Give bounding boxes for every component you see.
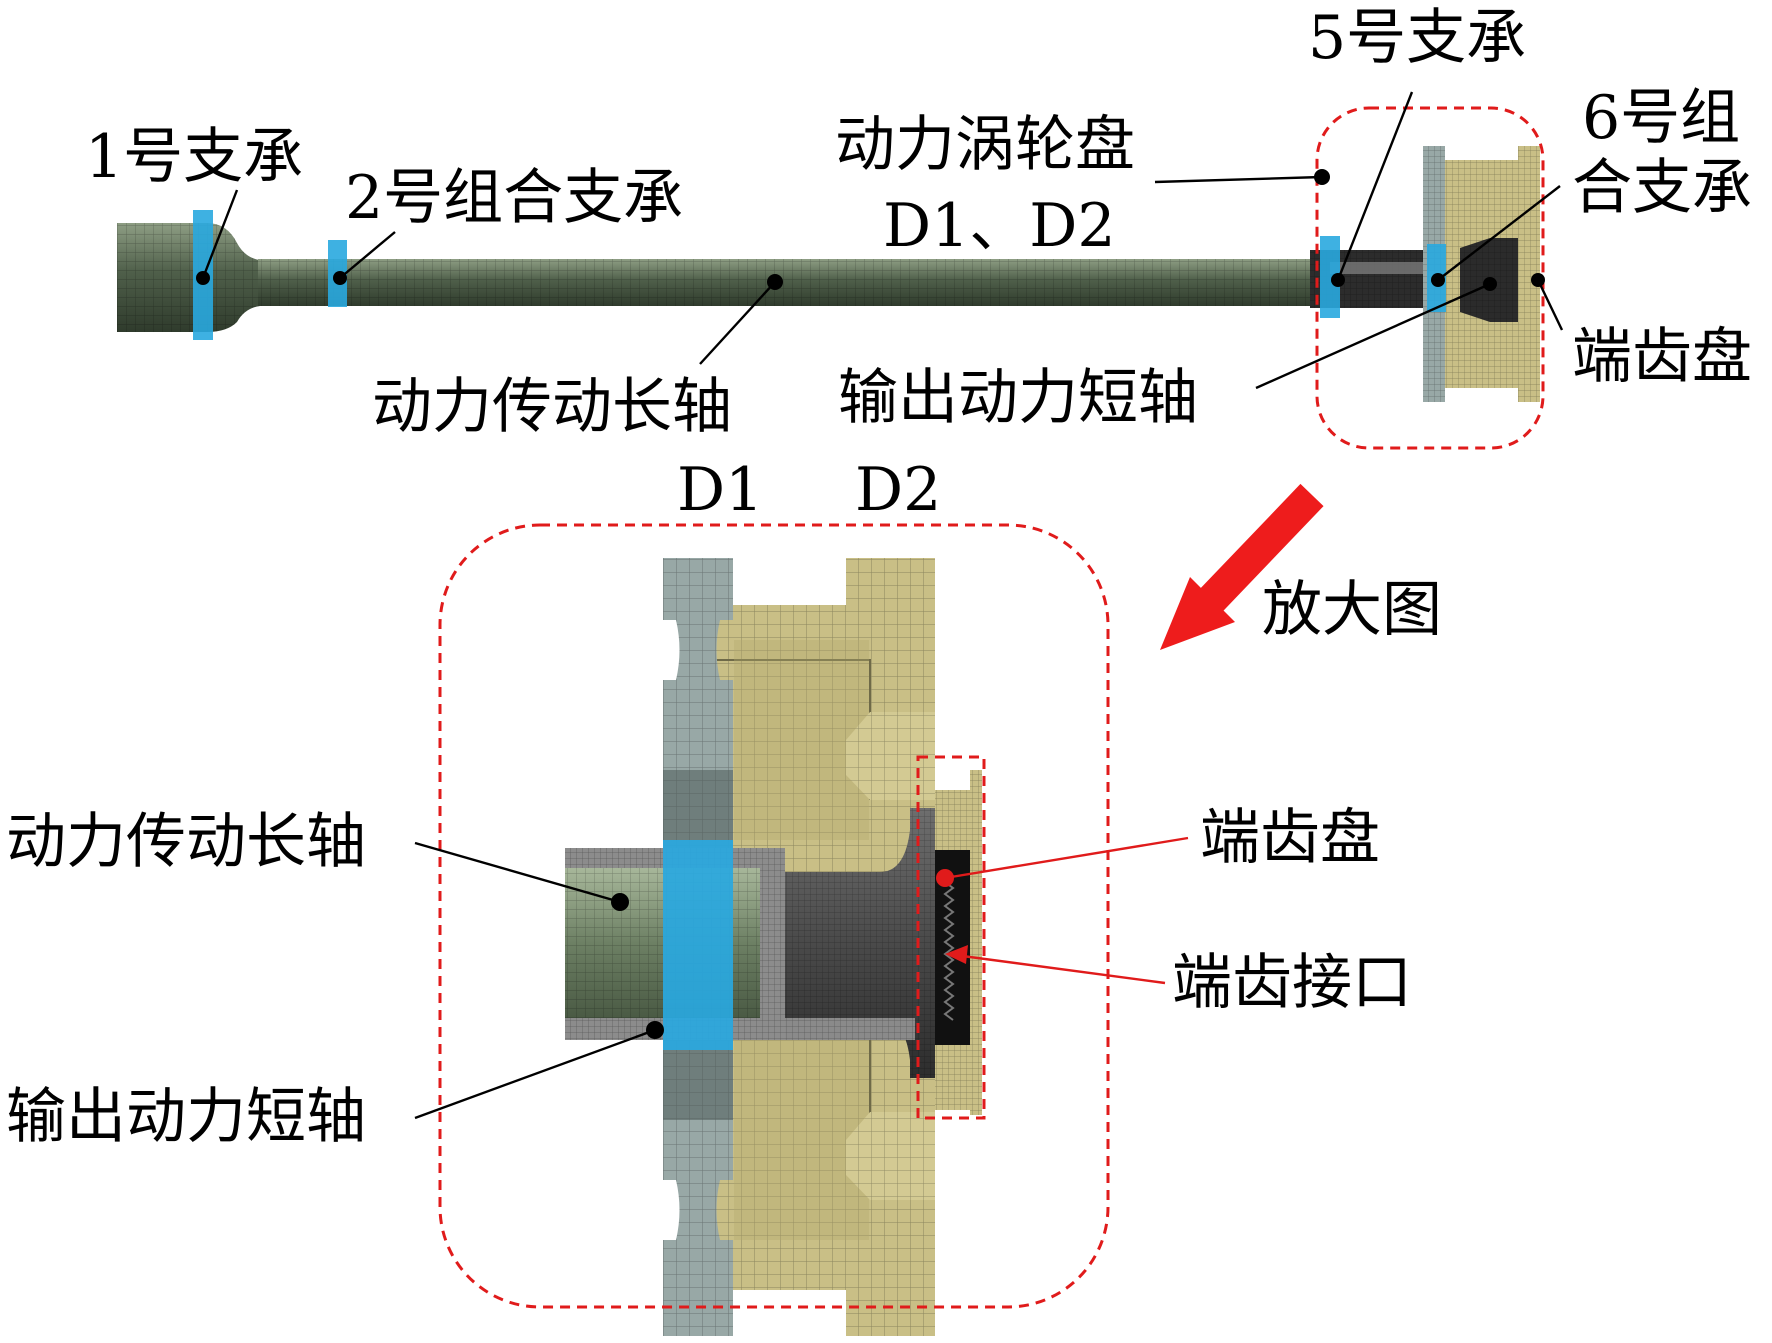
label-bearing-6-line2: 合支承 (1572, 153, 1752, 223)
zoom-detail (565, 558, 982, 1336)
label-zoom-end-tooth-disk: 端齿盘 (1200, 803, 1380, 873)
label-short-shaft: 输出动力短轴 (838, 363, 1198, 433)
detail-leaders (414, 836, 1189, 1120)
label-bearing-1: 1号支承 (85, 122, 303, 192)
end-tooth-disk-detail (935, 770, 982, 1115)
bearing-5-marker (1320, 236, 1340, 318)
label-zoom-end-tooth-interface: 端齿接口 (1172, 948, 1412, 1018)
label-long-shaft: 动力传动长轴 (372, 372, 732, 442)
label-bearing-6-line1: 6号组 (1582, 83, 1740, 153)
label-zoom-d1: D1 (677, 455, 763, 525)
label-zoom-d2: D2 (855, 455, 941, 525)
top-zoom-box (1315, 106, 1545, 450)
long-shaft-body (258, 259, 1318, 306)
label-bearing-2: 2号组合支承 (345, 163, 683, 233)
top-leaders (201, 91, 1564, 390)
overall-shaft-assembly (117, 146, 1540, 402)
zoom-arrow (1160, 483, 1324, 650)
label-zoom-long-shaft: 动力传动长轴 (6, 807, 366, 877)
short-shaft-flange (785, 808, 935, 1078)
label-end-tooth-disk: 端齿盘 (1572, 322, 1752, 392)
label-zoom-title: 放大图 (1262, 575, 1442, 645)
label-zoom-short-shaft: 输出动力短轴 (6, 1082, 366, 1152)
top-leader-dots (196, 169, 1545, 291)
label-turbine-disk: 动力涡轮盘 (835, 110, 1135, 180)
label-disks-d1d2: D1、D2 (883, 191, 1116, 261)
end-tooth-box (916, 755, 986, 1120)
detail-zoom-box (438, 523, 1110, 1309)
left-hub (117, 223, 260, 332)
bearing-band (663, 840, 733, 1050)
label-bearing-5: 5号支承 (1308, 3, 1526, 73)
